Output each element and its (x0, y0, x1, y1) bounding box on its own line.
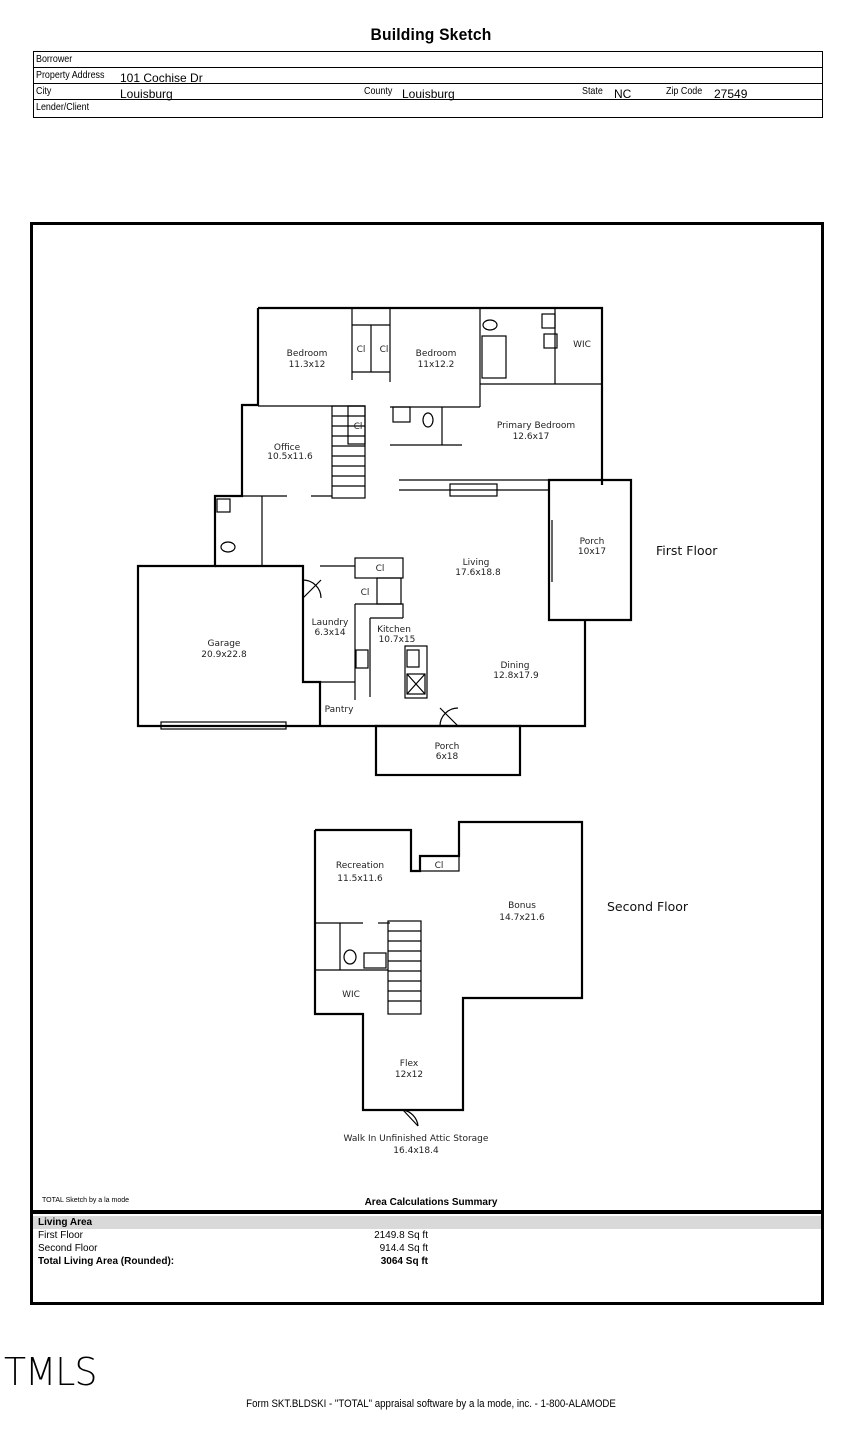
flex-dims: 12x12 (395, 1070, 423, 1080)
closet-label: Cl (376, 564, 385, 574)
sketch-credit: TOTAL Sketch by a la mode (42, 1197, 130, 1204)
living-dims: 17.6x18.8 (455, 568, 501, 578)
second-floor-label: Second Floor (607, 899, 689, 914)
bedroom1-name: Bedroom (287, 349, 328, 359)
pantry-label: Pantry (325, 705, 354, 715)
county-label: County (364, 85, 393, 97)
first-floor-area-value: 2149.8 Sq ft (374, 1230, 428, 1241)
wic2-label: WIC (342, 990, 360, 1000)
city-label: City (36, 85, 52, 97)
recreation-name: Recreation (336, 861, 384, 871)
recreation-dims: 11.5x11.6 (337, 874, 383, 884)
kitchen-dims: 10.7x15 (379, 635, 416, 645)
total-area-label: Total Living Area (Rounded): (38, 1256, 175, 1267)
address-label: Property Address (36, 69, 105, 81)
second-floor-area-value: 914.4 Sq ft (379, 1243, 428, 1254)
lender-row: Lender/Client (34, 100, 822, 118)
office-name: Office (274, 443, 301, 453)
wic-label: WIC (573, 340, 591, 350)
attic-name: Walk In Unfinished Attic Storage (344, 1134, 489, 1144)
front-porch-name: Porch (435, 742, 460, 752)
garage-dims: 20.9x22.8 (201, 650, 247, 660)
borrower-row: Borrower (34, 52, 822, 68)
side-porch-dims: 10x17 (578, 547, 606, 557)
flex-name: Flex (400, 1059, 419, 1069)
total-area-value: 3064 Sq ft (380, 1256, 428, 1267)
borrower-label: Borrower (36, 53, 73, 65)
laundry-name: Laundry (312, 618, 349, 628)
bedroom1-dims: 11.3x12 (289, 360, 326, 370)
attic-dims: 16.4x18.4 (393, 1146, 439, 1156)
kitchen-name: Kitchen (377, 625, 411, 635)
closet-label: Cl (357, 345, 366, 355)
county-value: Louisburg (402, 87, 455, 101)
summary-divider (30, 1210, 824, 1214)
state-value: NC (614, 87, 632, 101)
closet-label: Cl (361, 588, 370, 598)
dining-name: Dining (500, 661, 529, 671)
property-info-table: Borrower Property Address 101 Cochise Dr… (33, 51, 823, 118)
sketch-frame (30, 222, 824, 1305)
side-porch-name: Porch (580, 537, 605, 547)
closet-label: Cl (354, 422, 363, 432)
bonus-name: Bonus (508, 901, 536, 911)
zip-label: Zip Code (666, 85, 703, 97)
state-label: State (582, 85, 603, 97)
office-dims: 10.5x11.6 (267, 452, 313, 462)
city-value: Louisburg (120, 87, 173, 101)
bonus-dims: 14.7x21.6 (499, 913, 545, 923)
first-floor-area-label: First Floor (38, 1230, 83, 1241)
bedroom2-name: Bedroom (416, 349, 457, 359)
front-porch-dims: 6x18 (436, 752, 459, 762)
dining-dims: 12.8x17.9 (493, 671, 539, 681)
tmls-logo: TMLS (4, 1350, 97, 1394)
primary-bedroom-name: Primary Bedroom (497, 421, 575, 431)
living-name: Living (463, 558, 490, 568)
first-floor-label: First Floor (656, 543, 718, 558)
lender-label: Lender/Client (36, 101, 90, 113)
garage-name: Garage (208, 639, 241, 649)
city-row: City Louisburg County Louisburg State NC… (34, 84, 822, 101)
page-title: Building Sketch (370, 25, 492, 44)
second-floor-area-label: Second Floor (38, 1243, 98, 1254)
closet-label: Cl (435, 861, 444, 871)
laundry-dims: 6.3x14 (314, 628, 345, 638)
zip-value: 27549 (714, 87, 748, 101)
form-footer: Form SKT.BLDSKI - "TOTAL" appraisal soft… (246, 1398, 616, 1410)
closet-label: Cl (380, 345, 389, 355)
address-value: 101 Cochise Dr (120, 71, 203, 85)
living-area-heading: Living Area (33, 1216, 821, 1229)
area-summary-title: Area Calculations Summary (364, 1197, 498, 1208)
bedroom2-dims: 11x12.2 (418, 360, 455, 370)
address-row: Property Address 101 Cochise Dr (34, 68, 822, 85)
primary-bedroom-dims: 12.6x17 (513, 432, 550, 442)
